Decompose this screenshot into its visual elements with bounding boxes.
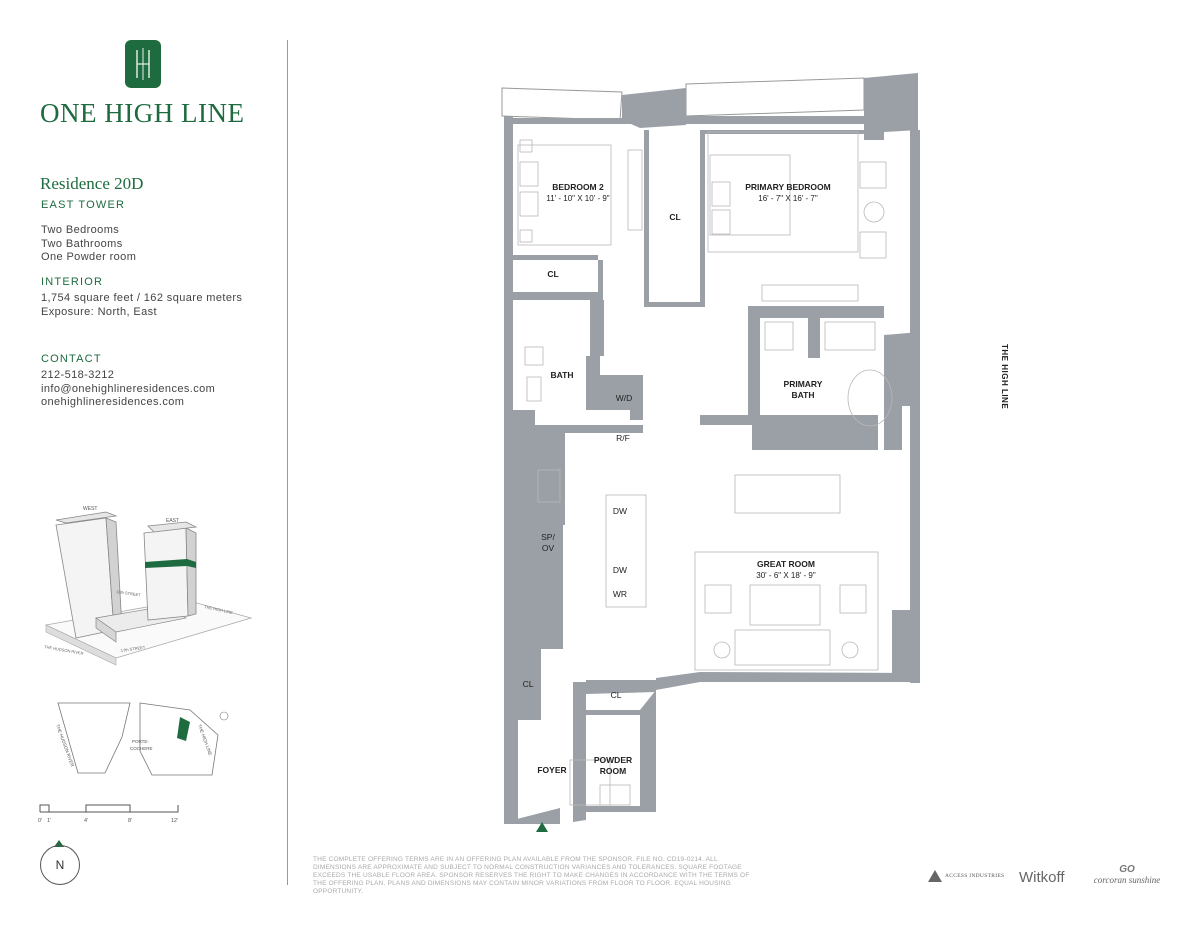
high-line-street-label: THE HIGH LINE bbox=[1000, 344, 1009, 410]
scale-tick: 0' bbox=[38, 818, 42, 824]
north-arrow-icon bbox=[54, 840, 64, 847]
interior-size: 1,754 square feet / 162 square meters bbox=[41, 292, 243, 304]
room-spov-1: SP/ bbox=[541, 532, 555, 542]
spec-item: Two Bathrooms bbox=[41, 237, 123, 250]
contact-phone[interactable]: 212-518-3212 bbox=[41, 369, 115, 381]
residence-title: Residence 20D bbox=[40, 174, 144, 193]
scale-tick: 12' bbox=[171, 818, 178, 824]
room-wr: WR bbox=[613, 589, 627, 599]
tower-name: EAST TOWER bbox=[41, 199, 126, 211]
west-label: WEST bbox=[83, 506, 97, 512]
spec-item: One Powder room bbox=[41, 251, 137, 263]
scale-tick: 8' bbox=[128, 818, 132, 824]
floor-plan: BEDROOM 2 11' - 10" X 10' - 9" PRIMARY B… bbox=[501, 73, 920, 832]
spec-item: Two Bedrooms bbox=[41, 224, 120, 236]
access-triangle-icon bbox=[928, 870, 942, 882]
entry-arrow-icon bbox=[536, 822, 548, 832]
map-north-icon bbox=[219, 711, 229, 721]
compass: N bbox=[40, 845, 80, 885]
contact-info: 212-518-3212 info@onehighlineresidences.… bbox=[41, 369, 215, 410]
room-cl-mid: CL bbox=[669, 212, 680, 222]
room-spov-2: OV bbox=[542, 543, 555, 553]
specs-list: Two Bedrooms Two Bathrooms One Powder ro… bbox=[41, 224, 136, 265]
key-plan-towers: WEST EAST 18th STREET 17th STREET THE HU… bbox=[44, 506, 253, 666]
street-18-label: 18th STREET bbox=[116, 589, 142, 597]
exposure: Exposure: North, East bbox=[41, 305, 158, 318]
sponsor-corcoran: GO corcoran sunshine bbox=[1092, 864, 1162, 885]
room-bedroom2-dims: 11' - 10" X 10' - 9" bbox=[546, 194, 609, 203]
room-cl-bed2: CL bbox=[547, 269, 558, 279]
logo-mark bbox=[125, 40, 161, 88]
room-powder-2: ROOM bbox=[600, 766, 626, 776]
corcoran-label: corcoran sunshine bbox=[1093, 875, 1161, 885]
room-great-room: GREAT ROOM bbox=[757, 559, 815, 569]
hudson-label: THE HUDSON RIVER bbox=[44, 644, 84, 656]
room-bedroom2: BEDROOM 2 bbox=[552, 182, 604, 192]
room-rf: R/F bbox=[616, 433, 630, 443]
room-dw2: DW bbox=[613, 565, 627, 575]
room-powder-1: POWDER bbox=[594, 755, 632, 765]
interior-info: 1,754 square feet / 162 square meters Ex… bbox=[41, 292, 242, 319]
corcoran-mark: GO bbox=[1119, 864, 1135, 875]
scale-bar: 0' 1' 4' 8' 12' bbox=[38, 804, 179, 824]
map-porte-label: PORTE- bbox=[132, 739, 149, 744]
logo-lines-icon bbox=[136, 48, 150, 80]
room-primary-bath-1: PRIMARY bbox=[784, 379, 823, 389]
contact-website[interactable]: onehighlineresidences.com bbox=[41, 396, 185, 408]
room-primary-bedroom: PRIMARY BEDROOM bbox=[745, 182, 830, 192]
compass-label: N bbox=[55, 858, 65, 872]
street-17-label: 17th STREET bbox=[120, 645, 146, 653]
sponsor-access: ACCESS INDUSTRIES bbox=[928, 870, 1004, 882]
legal-disclaimer: THE COMPLETE OFFERING TERMS ARE IN AN OF… bbox=[313, 856, 750, 895]
east-label: EAST bbox=[166, 518, 179, 524]
room-great-room-dims: 30' - 6" X 18' - 9" bbox=[756, 571, 816, 580]
room-primary-bedroom-dims: 16' - 7" X 16' - 7" bbox=[758, 194, 818, 203]
contact-email[interactable]: info@onehighlineresidences.com bbox=[41, 382, 216, 395]
room-bath: BATH bbox=[551, 370, 574, 380]
room-dw1: DW bbox=[613, 506, 627, 516]
scale-tick: 4' bbox=[84, 818, 88, 824]
map-hudson-label: THE HUDSON RIVER bbox=[55, 724, 75, 768]
brand-name: ONE HIGH LINE bbox=[40, 98, 245, 128]
contact-heading: CONTACT bbox=[41, 353, 102, 365]
site-map: THE HUDSON RIVER PORTE- COCHERE THE HIGH… bbox=[55, 702, 229, 776]
interior-heading: INTERIOR bbox=[41, 276, 104, 288]
panel-divider bbox=[287, 40, 288, 885]
room-foyer: FOYER bbox=[537, 765, 566, 775]
sponsor-access-label: ACCESS INDUSTRIES bbox=[945, 873, 1005, 879]
room-wd: W/D bbox=[616, 393, 633, 403]
room-cl-powder: CL bbox=[611, 690, 622, 700]
room-primary-bath-2: BATH bbox=[792, 390, 815, 400]
room-cl-foyer: CL bbox=[523, 679, 534, 689]
highline-label: THE HIGH LINE bbox=[204, 604, 234, 615]
sponsor-witkoff: Witkoff bbox=[1019, 869, 1065, 886]
scale-tick: 1' bbox=[47, 818, 51, 824]
map-cochere-label: COCHERE bbox=[130, 746, 153, 751]
